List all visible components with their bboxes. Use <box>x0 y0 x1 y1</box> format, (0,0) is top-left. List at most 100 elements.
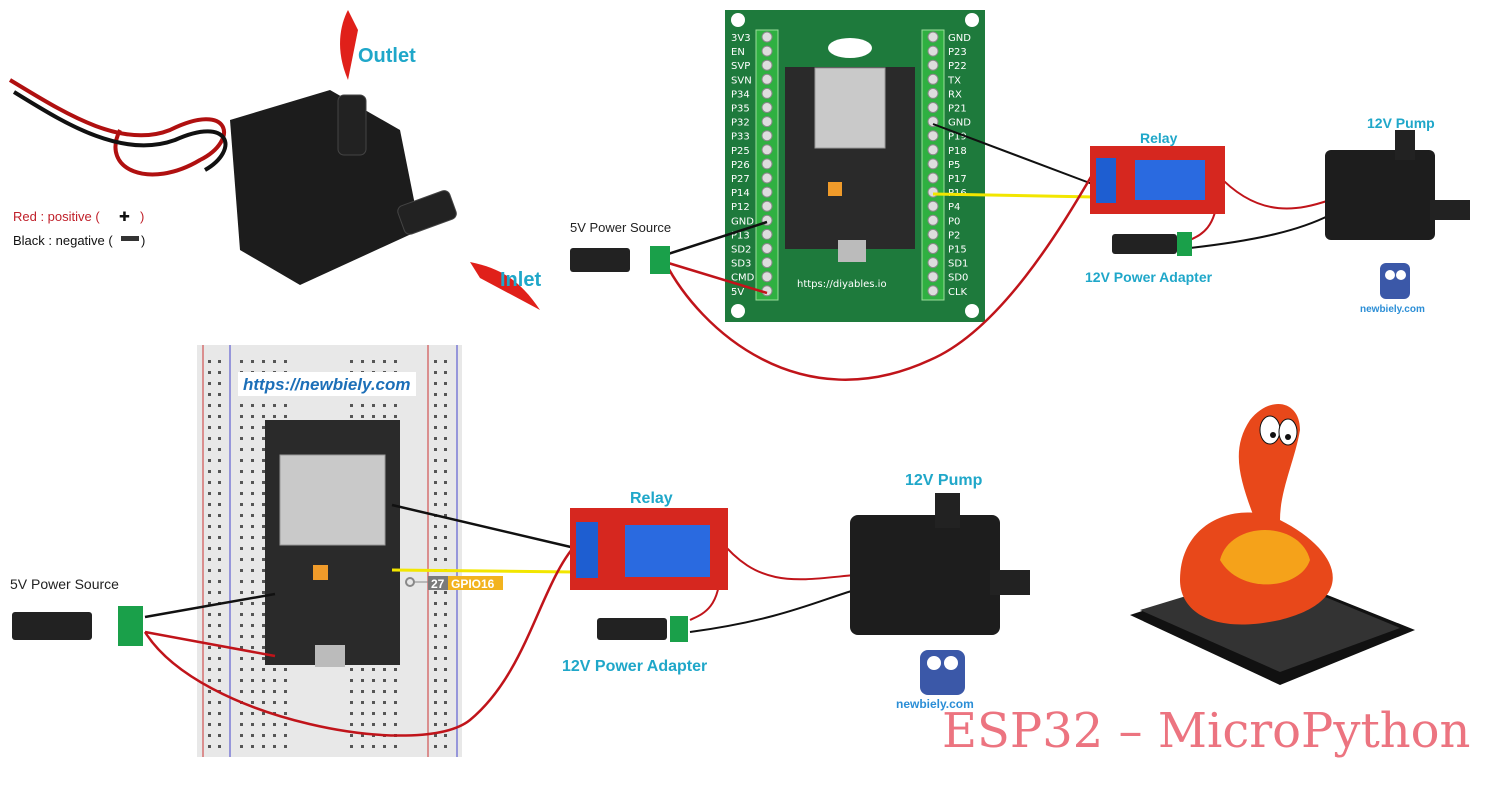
pin-label-p19: P19 <box>948 132 967 143</box>
wire-vcc-bottom <box>143 539 581 737</box>
breadboard-hole <box>361 360 364 363</box>
board-url: https://diyables.io <box>797 279 887 290</box>
breadboard-hole <box>262 459 265 462</box>
breadboard-hole <box>262 470 265 473</box>
breadboard-hole <box>240 624 243 627</box>
breadboard-hole <box>444 514 447 517</box>
breadboard-hole <box>444 470 447 473</box>
breadboard-hole <box>208 371 211 374</box>
wire-gnd-top <box>664 220 768 257</box>
breadboard-hole <box>350 712 353 715</box>
breadboard-hole <box>434 668 437 671</box>
breadboard-hole <box>240 514 243 517</box>
breadboard-hole <box>361 404 364 407</box>
diyables-logo <box>828 38 872 58</box>
newbiely-banner <box>238 372 416 396</box>
pin-name-badge <box>448 576 503 590</box>
jack-terminal-bottom <box>118 606 143 646</box>
breadboard-hole <box>262 712 265 715</box>
breadboard-hole <box>394 415 397 418</box>
breadboard-hole <box>240 448 243 451</box>
breadboard-hole <box>251 679 254 682</box>
breadboard-hole <box>434 393 437 396</box>
pin-label-sd0: SD0 <box>948 273 968 284</box>
pin-label-tx: TX <box>947 75 961 86</box>
breadboard-hole <box>444 646 447 649</box>
terminal-screw <box>761 45 773 57</box>
breadboard-hole <box>444 745 447 748</box>
breadboard-hole <box>394 712 397 715</box>
breadboard-hole <box>251 459 254 462</box>
terminal-screw <box>927 130 939 142</box>
breadboard-hole <box>434 415 437 418</box>
breadboard-hole <box>284 360 287 363</box>
breadboard-hole <box>434 613 437 616</box>
breadboard-hole <box>251 712 254 715</box>
breadboard-hole <box>251 745 254 748</box>
breadboard-hole <box>262 635 265 638</box>
breadboard-hole <box>218 723 221 726</box>
breadboard-hole <box>240 404 243 407</box>
pin-label-gnd: GND <box>948 33 971 44</box>
breadboard-hole <box>251 415 254 418</box>
pump-wire-black <box>12 90 228 172</box>
breadboard-hole <box>434 503 437 506</box>
breadboard-hole <box>251 558 254 561</box>
breadboard-hole <box>444 415 447 418</box>
pin-label-gnd: GND <box>731 216 754 227</box>
breadboard-hole <box>434 734 437 737</box>
breadboard-hole <box>394 723 397 726</box>
breadboard-hole <box>208 646 211 649</box>
pump-top <box>1325 150 1435 240</box>
breadboard-hole <box>262 657 265 660</box>
breadboard-hole <box>444 602 447 605</box>
wire-5v-source <box>144 630 276 658</box>
breadboard-hole <box>262 481 265 484</box>
pin-label-p22: P22 <box>948 61 967 72</box>
breadboard-hole <box>218 360 221 363</box>
pump-outlet-pipe <box>337 94 367 156</box>
terminal-screw <box>761 186 773 198</box>
breadboard-hole <box>434 602 437 605</box>
breadboard-hole <box>251 657 254 660</box>
wire-signal-top <box>932 192 1096 199</box>
breadboard-hole <box>444 393 447 396</box>
breadboard-hole <box>262 624 265 627</box>
breadboard-hole <box>208 745 211 748</box>
newbiely-owl-icon <box>1380 263 1410 299</box>
breadboard-hole <box>444 723 447 726</box>
watermark-bottom: newbiely.com <box>896 697 974 711</box>
breadboard-hole <box>394 701 397 704</box>
breadboard-hole <box>262 503 265 506</box>
breadboard-hole <box>434 481 437 484</box>
breadboard-hole <box>240 360 243 363</box>
breadboard-hole <box>240 459 243 462</box>
breadboard-hole <box>361 734 364 737</box>
pin-label-sd3: SD3 <box>731 259 751 270</box>
breadboard-hole <box>434 723 437 726</box>
breadboard-hole <box>394 690 397 693</box>
top-wiring: 3V3ENSVPSVNP34P35P32P33P25P26P27P14P12GN… <box>570 10 1470 381</box>
breadboard-hole <box>262 492 265 495</box>
pin-label-p13: P13 <box>731 230 750 241</box>
inlet-label: Inlet <box>500 269 541 291</box>
newbiely-owl-icon-bottom <box>920 650 965 695</box>
pin-label-p27: P27 <box>731 174 750 185</box>
breadboard-hole <box>372 723 375 726</box>
wire-5v-top <box>664 260 768 295</box>
breadboard-hole <box>208 514 211 517</box>
terminal-screw <box>927 172 939 184</box>
breadboard-hole <box>350 690 353 693</box>
breadboard-hole <box>434 536 437 539</box>
breadboard-hole <box>372 679 375 682</box>
breadboard-hole <box>240 558 243 561</box>
breadboard-hole <box>251 525 254 528</box>
breadboard-hole <box>208 624 211 627</box>
terminal-screw <box>927 87 939 99</box>
breadboard-hole <box>394 668 397 671</box>
terminal-screw <box>761 243 773 254</box>
breadboard-hole <box>240 690 243 693</box>
breadboard-hole <box>251 503 254 506</box>
terminal-screw <box>927 59 939 71</box>
breadboard-hole <box>284 690 287 693</box>
